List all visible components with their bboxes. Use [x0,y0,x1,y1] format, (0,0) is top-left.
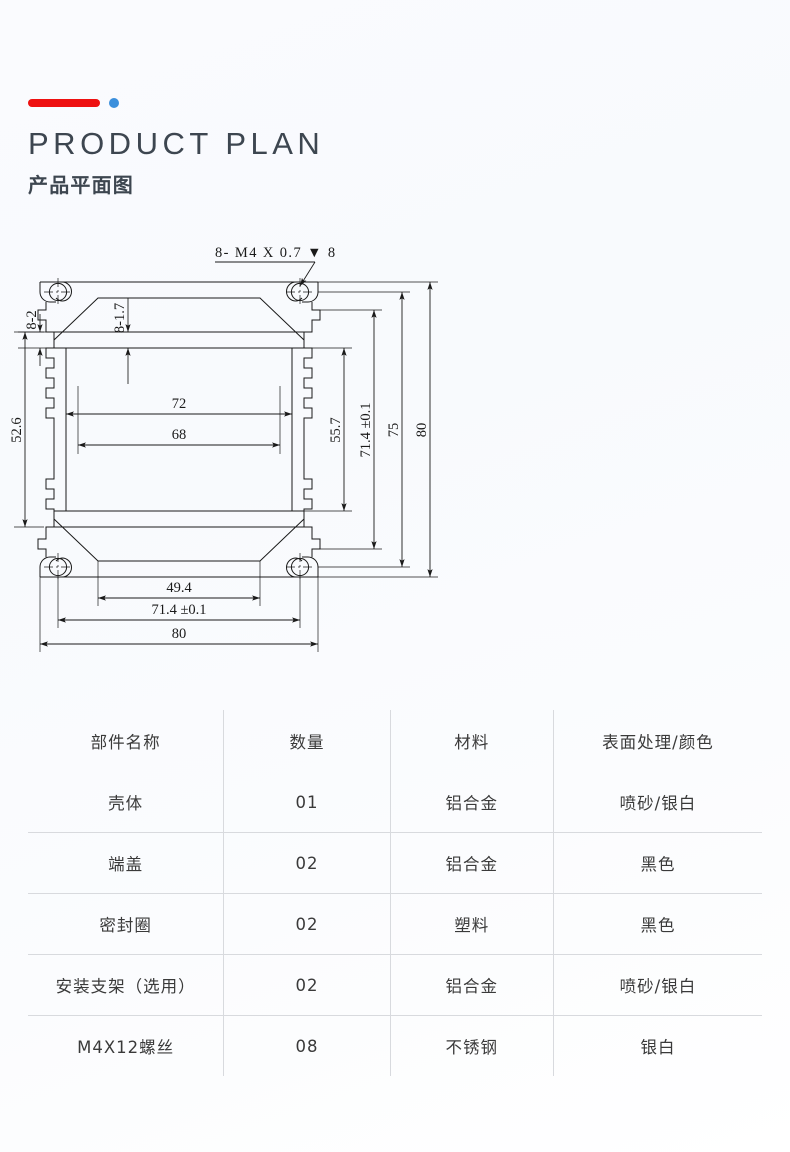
table-header-finish: 表面处理/颜色 [602,733,714,752]
dim-label-72: 72 [172,396,187,412]
cell-part-name: 密封圈 [28,893,225,955]
dim-label-75: 75 [386,423,402,438]
cell-part-name: 安装支架（选用） [28,954,225,1016]
dim-label-68: 68 [172,427,187,443]
mounting-ear-top-left [39,278,72,306]
dim-49-4 [97,561,261,606]
page-title-cn: 产品平面图 [28,172,134,197]
table-header-row: 部件名称 数量 材料 表面处理/颜色 [28,710,762,772]
mounting-ear-bottom-left [39,553,72,581]
enclosure-cross-section-svg: 8- M4 X 0.7 ▼ 8 8-2 8-1.7 52.6 72 68 49.… [9,245,438,652]
dim-label-80-h: 80 [172,626,187,642]
page-title-en: PRODUCT PLAN [28,126,325,161]
dim-52-6 [14,331,44,528]
chamfer-bottom-left [53,518,250,562]
dim-71-4-vertical [312,309,382,550]
mounting-ear-bottom-right [286,553,319,581]
cell-finish: 喷砂/银白 [553,772,762,833]
left-wall-fins-lower [45,464,55,519]
dim-label-80-v: 80 [414,423,430,438]
cell-material: 铝合金 [390,832,554,894]
right-wall-top-profile-outer [303,302,321,340]
dim-label-52-6: 52.6 [9,417,25,442]
table-row: 密封圈 02 塑料 黑色 [28,893,762,955]
cell-quantity: 02 [223,954,391,1016]
dim-label-49-4: 49.4 [166,580,192,596]
dim-55-7 [304,347,352,512]
dim-8-1-7 [112,298,150,384]
thread-callout-leader [215,261,316,287]
dim-75 [318,291,410,568]
table-header-part-name: 部件名称 [28,710,225,772]
dim-68 [77,386,281,454]
dim-label-8-1-7: 8-1.7 [112,303,128,333]
table-header-material: 材料 [390,710,554,772]
table-row: M4X12螺丝 08 不锈钢 银白 [28,1015,762,1076]
technical-drawing: 8- M4 X 0.7 ▼ 8 8-2 8-1.7 52.6 72 68 49.… [0,236,790,686]
left-wall-fins-upper [45,340,55,441]
dim-label-55-7: 55.7 [328,417,344,442]
dim-label-thread: 8- M4 X 0.7 ▼ 8 [215,245,337,261]
cell-part-name: 壳体 [28,772,225,833]
cell-material: 铝合金 [390,772,554,833]
chamfer-top-right [250,297,305,341]
dim-label-71-4-h: 71.4 ±0.1 [151,602,206,618]
dim-80-vertical [318,281,438,578]
right-wall-fins-lower [303,464,313,519]
cell-part-name: 端盖 [28,832,225,894]
cell-finish: 喷砂/银白 [553,954,762,1016]
left-wall-bottom-profile-outer [37,519,55,557]
right-wall-bottom-profile-outer [303,519,321,557]
cell-quantity: 01 [223,772,391,833]
cell-quantity: 02 [223,893,391,955]
cell-finish: 黑色 [553,832,762,894]
dim-72 [65,348,293,422]
specification-table: 部件名称 数量 材料 表面处理/颜色 壳体 01 铝合金 喷砂/银白 端盖 02… [28,710,762,1076]
dim-71-4-horizontal [57,577,301,628]
cell-material: 塑料 [390,893,554,955]
cell-finish: 黑色 [553,893,762,955]
cell-finish: 银白 [640,1038,676,1057]
accent-decoration [28,96,324,110]
cell-material: 铝合金 [390,954,554,1016]
cell-quantity: 08 [223,1015,391,1076]
table-header-quantity: 数量 [223,710,391,772]
dim-label-71-4-v: 71.4 ±0.1 [358,402,374,457]
chamfer-top-left [53,297,250,341]
table-row: 壳体 01 铝合金 喷砂/银白 [28,772,762,833]
table-row: 端盖 02 铝合金 黑色 [28,832,762,894]
cell-quantity: 02 [223,832,391,894]
cell-material: 不锈钢 [390,1015,554,1076]
page-header: PRODUCT PLAN 产品平面图 [28,96,324,198]
dim-label-8-2: 8-2 [24,310,40,329]
right-wall-fins-upper [303,340,313,441]
accent-bar [28,99,100,107]
cell-part-name: M4X12螺丝 [28,1015,225,1076]
table-row: 安装支架（选用） 02 铝合金 喷砂/银白 [28,954,762,1016]
chamfer-bottom-right [250,518,305,562]
accent-dot-icon [109,98,119,108]
dim-80-horizontal [39,577,319,652]
